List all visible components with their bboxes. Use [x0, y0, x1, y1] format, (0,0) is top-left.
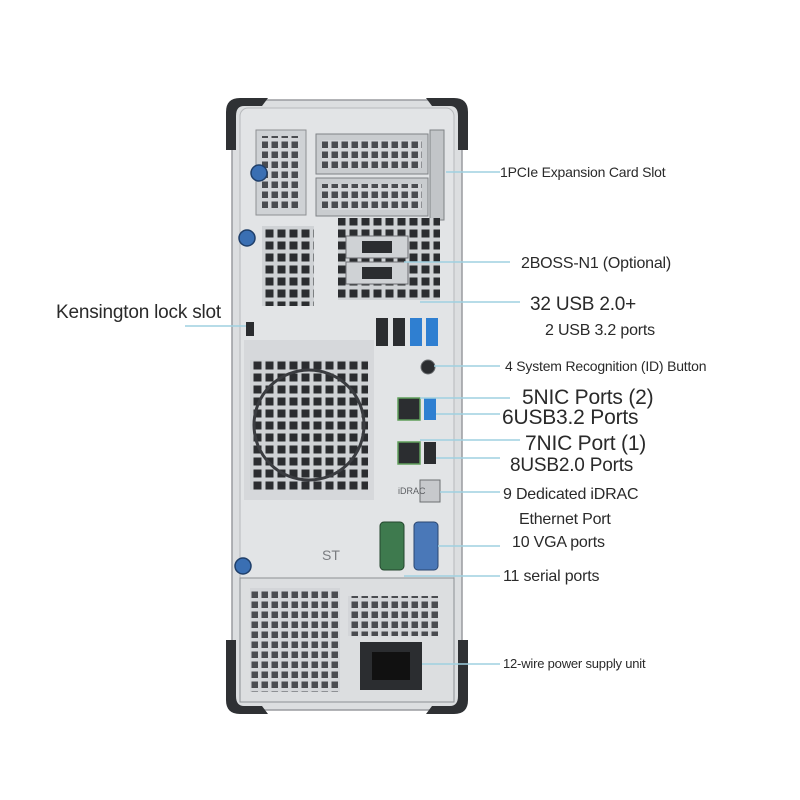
panel-mark-idrac: iDRAC [398, 486, 426, 496]
idrac-port[interactable] [419, 479, 441, 503]
thumbscrew-icon[interactable] [234, 557, 252, 575]
label-idrac-ethernet: Ethernet Port [519, 511, 611, 528]
label-nic-port: 7NIC Port (1) [525, 432, 647, 455]
system-id-button[interactable] [420, 359, 436, 375]
label-nic-ports: 5NIC Ports (2) [522, 386, 654, 409]
usb-port[interactable] [424, 442, 436, 464]
kensington-slot[interactable] [246, 322, 254, 336]
vga-port[interactable] [413, 521, 439, 571]
label-vga: 10 VGA ports [512, 534, 605, 551]
usb-port[interactable] [424, 398, 436, 420]
label-usb32-ports: 6USB3.2 Ports [502, 406, 639, 429]
fan-grille [244, 340, 374, 500]
label-id-button: 4 System Recognition (ID) Button [505, 358, 707, 374]
vent-grille [262, 226, 314, 306]
label-kensington: Kensington lock slot [56, 302, 221, 323]
label-idrac: 9 Dedicated iDRAC [503, 486, 639, 503]
vent-grille [338, 218, 440, 300]
label-usb-32: 2 USB 3.2 ports [545, 322, 655, 339]
power-supply-unit [239, 577, 455, 703]
label-serial: 11 serial ports [503, 568, 600, 585]
thumbscrew-icon[interactable] [250, 164, 268, 182]
usb-cluster [376, 318, 438, 346]
bumper-bottom-right [426, 640, 468, 714]
bumper-bottom-left [226, 640, 268, 714]
label-pcie-slot: 1PCIe Expansion Card Slot [500, 164, 666, 180]
leader-lines [185, 171, 520, 665]
label-psu: 12-wire power supply unit [503, 656, 646, 671]
label-usb-top: 32 USB 2.0+ [530, 294, 637, 315]
boss-n1-module [345, 235, 409, 285]
label-usb20-ports: 8USB2.0 Ports [510, 455, 634, 476]
label-boss-n1: 2BOSS-N1 (Optional) [521, 255, 672, 272]
bumper-top-left [226, 98, 268, 150]
bumper-top-right [426, 98, 468, 150]
nic-port[interactable] [397, 397, 421, 421]
serial-port[interactable] [379, 521, 405, 571]
thumbscrew-icon[interactable] [238, 229, 256, 247]
nic-port[interactable] [397, 441, 421, 465]
panel-mark-st: ST [322, 547, 340, 563]
pcie-slots [255, 129, 445, 221]
